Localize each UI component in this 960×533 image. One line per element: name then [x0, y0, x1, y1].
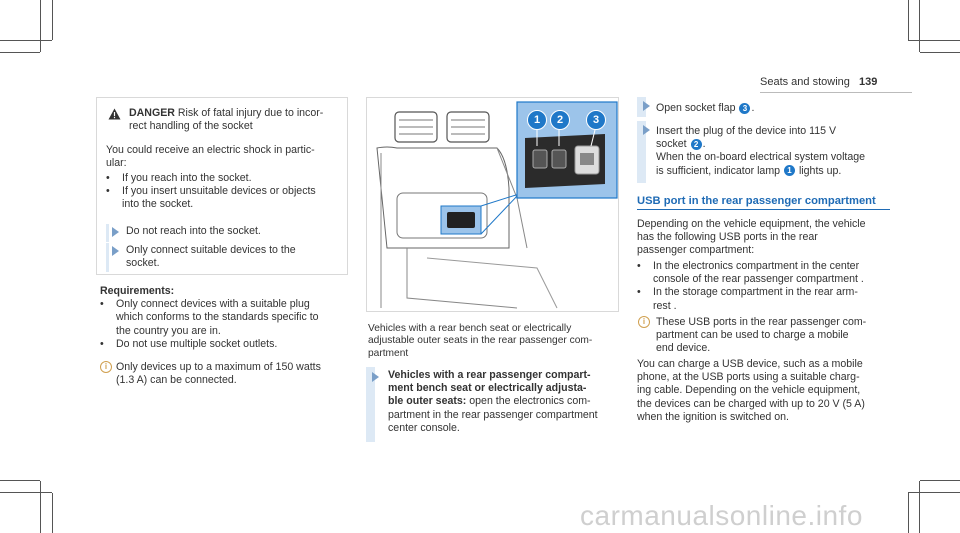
figure-callout-2: 2 — [550, 110, 570, 130]
crop-mark — [908, 40, 960, 41]
crop-mark — [908, 0, 909, 40]
step-open-flap: Open socket flap 3. — [656, 102, 755, 114]
list-item: •In the storage compartment in the rear … — [637, 286, 858, 312]
list-item: •If you insert unsuitable devices or obj… — [106, 185, 316, 211]
danger-heading: DANGER Risk of fatal injury due to incor… — [129, 107, 324, 133]
crop-mark — [0, 480, 40, 481]
requirements-heading: Requirements: — [100, 285, 175, 297]
header-rule — [760, 92, 912, 93]
crop-mark — [0, 52, 40, 53]
figure-frame — [366, 97, 619, 312]
info-icon: i — [100, 361, 112, 373]
crop-mark — [908, 492, 960, 493]
figure-caption: Vehicles with a rear bench seat or elect… — [368, 323, 593, 359]
arrow-icon — [643, 101, 650, 111]
watermark: carmanualsonline.info — [580, 500, 863, 531]
crop-mark — [52, 0, 53, 40]
arrow-icon — [112, 246, 119, 256]
figure-callout-1: 1 — [527, 110, 547, 130]
warning-triangle-icon — [108, 108, 121, 120]
danger-intro: You could receive an electric shock in p… — [106, 144, 315, 170]
usb-bullets: •In the electronics compartment in the c… — [637, 260, 907, 313]
arrow-icon — [372, 372, 379, 382]
crop-mark — [0, 492, 52, 493]
crop-mark — [920, 52, 960, 53]
crop-mark — [52, 493, 53, 533]
info-icon: i — [638, 316, 650, 328]
danger-action-1: Do not reach into the socket. — [126, 225, 261, 237]
crop-mark — [919, 481, 920, 533]
figure-callout-3: 3 — [586, 110, 606, 130]
action-bar — [366, 367, 375, 442]
requirements-note: Only devices up to a maximum of 150 watt… — [116, 361, 321, 387]
crop-mark — [0, 40, 52, 41]
danger-box — [96, 97, 348, 275]
arrow-icon — [112, 227, 119, 237]
rear-console-illustration — [376, 101, 618, 309]
vehicles-instruction: Vehicles with a rear passenger compart- … — [388, 369, 598, 434]
danger-label: DANGER — [129, 107, 175, 119]
callout-badge: 1 — [784, 165, 795, 177]
page-number: 139 — [858, 76, 878, 88]
callout-badge: 2 — [690, 138, 702, 150]
running-header: Seats and stowing 139 — [760, 76, 877, 88]
list-item: •If you reach into the socket. — [106, 172, 252, 184]
action-bar — [637, 121, 646, 183]
callout-badge: 3 — [739, 102, 751, 114]
action-bar — [637, 97, 646, 117]
action-bar — [106, 224, 109, 242]
crop-mark — [40, 0, 41, 52]
section-title: Seats and stowing — [760, 76, 850, 88]
usb-section-heading: USB port in the rear passenger compartme… — [637, 195, 876, 207]
usb-intro: Depending on the vehicle equipment, the … — [637, 218, 866, 257]
danger-bullets: •If you reach into the socket. •If you i… — [106, 172, 342, 212]
crop-mark — [920, 480, 960, 481]
action-bar — [106, 243, 109, 272]
list-item: •In the electronics compartment in the c… — [637, 260, 864, 286]
usb-note: These USB ports in the rear passenger co… — [656, 316, 867, 355]
crop-mark — [919, 0, 920, 52]
danger-action-2: Only connect suitable devices to the soc… — [126, 244, 296, 270]
arrow-icon — [643, 125, 650, 135]
usb-heading-underline — [637, 209, 890, 210]
list-item: •Do not use multiple socket outlets. — [100, 337, 278, 350]
requirements: Requirements: •Only connect devices with… — [100, 285, 350, 351]
crop-mark — [908, 493, 909, 533]
crop-mark — [40, 481, 41, 533]
step-insert-plug: Insert the plug of the device into 115 V… — [656, 125, 866, 177]
list-item: •Only connect devices with a suitable pl… — [100, 298, 319, 337]
usb-outro: You can charge a USB device, such as a m… — [637, 358, 865, 423]
